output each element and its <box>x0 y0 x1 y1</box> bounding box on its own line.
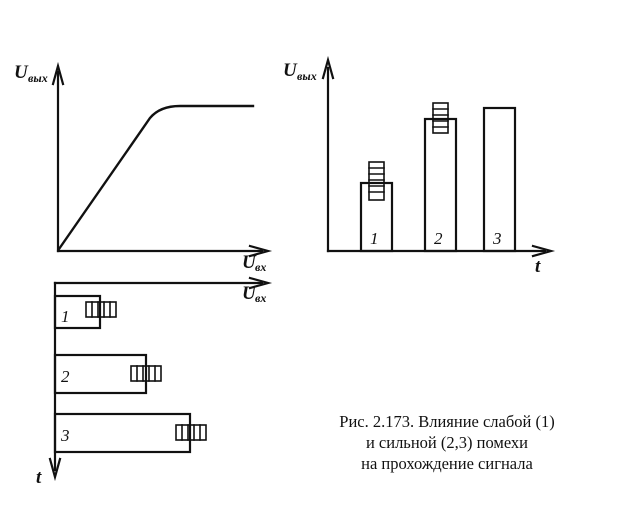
output-pulse-label-1: 1 <box>370 229 379 248</box>
transfer-y-sub: вых <box>28 71 48 85</box>
input-noise-3 <box>175 424 207 441</box>
transfer-x-sub: вх <box>255 260 266 274</box>
input-x-arrow <box>248 276 273 290</box>
input-x-label: U <box>242 283 257 304</box>
output-pulse-3 <box>482 106 517 253</box>
transfer-y-arrow <box>51 61 65 86</box>
output-noise-2 <box>432 102 449 134</box>
input-pulse-1 <box>53 294 102 330</box>
output-pulse-1 <box>359 181 394 253</box>
input-pulse-3 <box>53 412 192 454</box>
output-pulse-label-2: 2 <box>434 229 443 248</box>
input-pulse-label-2: 2 <box>61 367 70 386</box>
output-y-label: U <box>283 60 298 81</box>
caption-line-2: и сильной (2,3) помехи <box>365 433 529 452</box>
output-t-label: t <box>535 256 541 277</box>
transfer-x-label: U <box>242 252 257 273</box>
input-x-sub: вх <box>255 291 266 305</box>
caption-line-1: Рис. 2.173. Влияние слабой (1) <box>339 412 555 431</box>
output-pulses-plot <box>321 55 556 258</box>
output-pulse-2 <box>423 117 458 253</box>
input-noise-2 <box>130 365 162 382</box>
output-y-arrow <box>321 55 335 80</box>
transfer-x-arrow <box>248 244 273 258</box>
output-y-sub: вых <box>297 69 317 83</box>
transfer-y-label: U <box>14 62 29 83</box>
input-noise-1 <box>85 301 117 318</box>
output-noise-1 <box>368 161 385 201</box>
input-pulses-plot <box>48 276 273 482</box>
caption-line-3: на прохождение сигнала <box>361 454 533 473</box>
input-pulse-2 <box>53 353 148 395</box>
figure-caption: Рис. 2.173. Влияние слабой (1) и сильной… <box>288 411 606 474</box>
input-pulse-label-3: 3 <box>60 426 70 445</box>
output-pulse-label-3: 3 <box>492 229 502 248</box>
transfer-curve <box>57 104 255 251</box>
transfer-plot <box>51 61 273 258</box>
input-t-label: t <box>36 467 42 488</box>
output-t-arrow <box>531 244 556 258</box>
input-t-arrow <box>48 457 62 482</box>
input-pulse-label-1: 1 <box>61 307 70 326</box>
